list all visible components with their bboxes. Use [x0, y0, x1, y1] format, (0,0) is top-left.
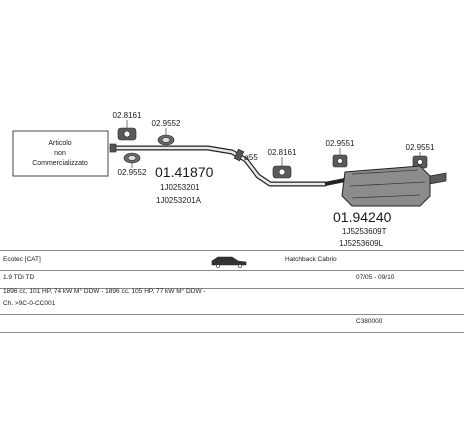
diameter-mark: ø55: [244, 153, 258, 162]
catalogue-code-text: C380000: [356, 318, 383, 325]
info-row-specs: 1896 cc, 101 HP, 74 kW M° DDW - 1896 cc,…: [0, 284, 464, 298]
info-row-engine: 1.9 TDi TD 07/05 - 09/10: [0, 270, 464, 288]
clamp-top-part: [157, 134, 175, 146]
front-pipe-code: 01.41870: [155, 164, 214, 180]
hanger-rear2-part: [412, 155, 428, 169]
hanger-top-left-part: [117, 127, 137, 141]
clamp-left-part: [123, 152, 141, 164]
hanger-rear1-part: [332, 154, 348, 168]
hanger-mid-label: 02.8161: [268, 148, 297, 157]
rear-silencer-part: [324, 165, 447, 207]
clamp-left-label: 02.9552: [118, 168, 147, 177]
body-type-text: Hatchback Cabrio: [285, 256, 337, 263]
divider-bottom: [0, 332, 464, 333]
chassis-text: Ch. >9C-0-CC001: [3, 300, 56, 307]
divider-2: [0, 288, 464, 289]
notice-line-3: Commercializzato: [32, 160, 88, 167]
hanger-mid-part: [272, 165, 292, 179]
hanger-rear2-label: 02.9551: [406, 143, 435, 152]
front-pipe-oem-1: 1J0253201: [160, 183, 200, 192]
divider-3: [0, 314, 464, 315]
car-body-icon: [211, 256, 247, 268]
notice-line-2: non: [54, 150, 66, 157]
years-text: 07/05 - 09/10: [356, 274, 395, 281]
divider-1: [0, 270, 464, 271]
front-pipe-part: [109, 143, 328, 187]
divider-top: [0, 250, 464, 251]
specs-text: 1896 cc, 101 HP, 74 kW M° DDW - 1896 cc,…: [3, 288, 206, 295]
info-row-catalogue: C380000: [0, 314, 464, 332]
info-row-chassis: Ch. >9C-0-CC001: [0, 296, 464, 314]
hanger-top-left-label: 02.8161: [113, 111, 142, 120]
clamp-top-label: 02.9552: [152, 119, 181, 128]
rear-silencer-oem-1: 1J5253609T: [342, 227, 387, 236]
notice-box: [12, 130, 109, 177]
notice-line-1: Articolo: [48, 140, 71, 147]
model-text: Ecotec [CAT]: [3, 256, 41, 263]
rear-silencer-oem-2: 1J5253609L: [339, 239, 384, 248]
hanger-rear1-label: 02.9551: [326, 139, 355, 148]
info-row-model: Ecotec [CAT] Hatchback Cabrio: [0, 252, 464, 270]
engine-text: 1.9 TDi TD: [3, 274, 35, 281]
front-pipe-oem-2: 1J0253201A: [156, 196, 202, 205]
rear-silencer-code: 01.94240: [333, 209, 392, 225]
